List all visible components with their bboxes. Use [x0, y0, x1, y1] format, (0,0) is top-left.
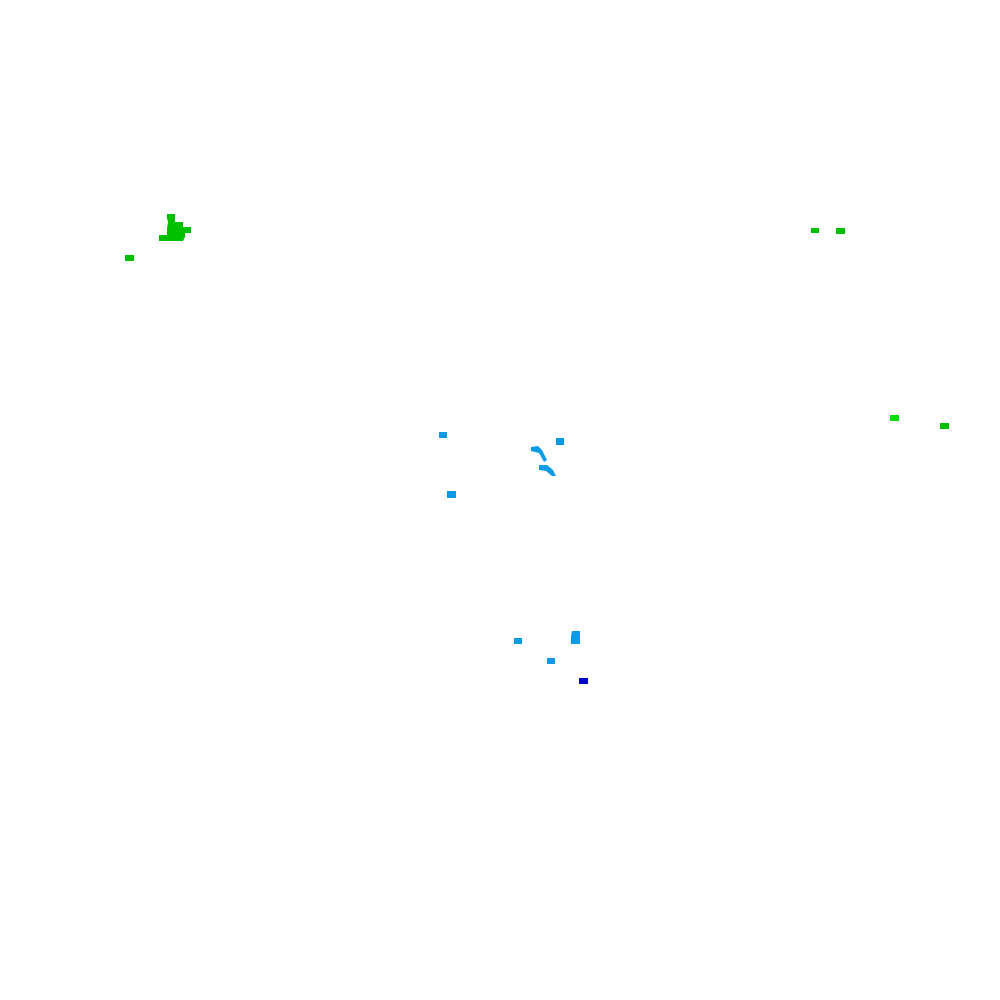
blue-point: [571, 631, 580, 644]
green-point: [890, 415, 899, 421]
blue-point: [556, 438, 564, 445]
green-point: [940, 423, 949, 429]
feature-group-central-blue: [439, 432, 564, 498]
blue-point: [447, 491, 456, 498]
blue-point: [514, 638, 522, 644]
blue-stroke-feature: [539, 465, 556, 476]
feature-group-northwest-green: [125, 214, 191, 261]
green-point: [836, 228, 845, 234]
green-landmass: [159, 214, 191, 241]
blue-stroke-feature: [531, 446, 547, 462]
feature-group-south-darkblue: [579, 678, 588, 684]
feature-group-east-green: [890, 415, 949, 429]
green-point: [125, 255, 134, 261]
feature-group-northeast-green: [811, 228, 845, 234]
green-point: [811, 228, 819, 233]
blue-point: [439, 432, 447, 438]
darkblue-point: [579, 678, 588, 684]
blue-point: [547, 658, 555, 664]
feature-group-south-blue: [514, 631, 580, 664]
